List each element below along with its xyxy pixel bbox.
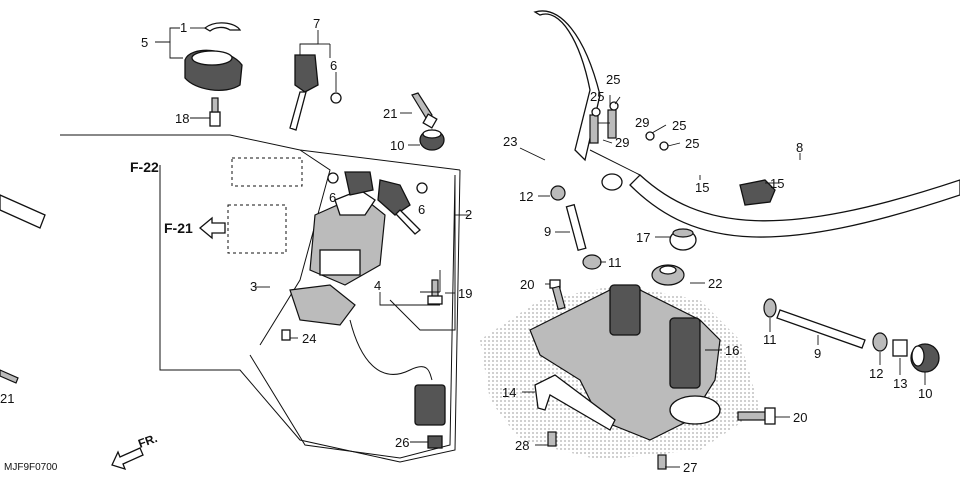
part-22-nut	[651, 264, 685, 286]
callout-14: 14	[502, 385, 516, 400]
callout-22: 22	[708, 276, 722, 291]
callout-25-c: 25	[672, 118, 686, 133]
callout-29-b: 29	[615, 135, 629, 150]
callout-9-b: 9	[814, 346, 821, 361]
part-12-right	[872, 332, 888, 352]
part-26-bolt	[427, 435, 443, 449]
part-6-washer-c	[416, 182, 428, 194]
part-1-ring	[203, 22, 242, 32]
callout-11-b: 11	[763, 332, 777, 347]
part-20-bolt-lower	[737, 407, 776, 425]
part-7-key	[289, 54, 319, 131]
callout-4: 4	[374, 278, 381, 293]
callout-17: 17	[636, 230, 650, 245]
callout-3: 3	[250, 279, 257, 294]
callout-5: 5	[141, 35, 148, 50]
callout-19: 19	[458, 286, 472, 301]
part-11-collar	[582, 254, 602, 270]
part-24-screw	[281, 329, 291, 341]
ref-label-f21: F-21	[164, 220, 193, 236]
callout-27: 27	[683, 460, 697, 475]
ignition-switch	[309, 189, 386, 286]
part-6-washer-b	[327, 172, 339, 184]
callout-12-b: 12	[869, 366, 883, 381]
callout-13: 13	[893, 376, 907, 391]
callout-8: 8	[796, 140, 803, 155]
part-4-harness	[289, 284, 446, 426]
part-15-holder	[739, 179, 776, 206]
part-12-nut	[550, 185, 566, 201]
left-handlebar-stub	[0, 194, 46, 229]
leader-lines	[155, 27, 926, 468]
part-9-right-pin	[776, 309, 866, 349]
callout-21-b: 21	[0, 391, 14, 406]
part-21-bolt	[411, 92, 438, 129]
callout-20-a: 20	[520, 277, 534, 292]
callout-16: 16	[725, 343, 739, 358]
callout-7: 7	[313, 16, 320, 31]
part-21-bolt-left	[0, 369, 19, 384]
part-5-cap	[184, 49, 243, 91]
part-11-right	[763, 298, 777, 318]
callout-23: 23	[503, 134, 517, 149]
part-19-bolt	[427, 279, 443, 305]
part-keys-ignition	[344, 171, 421, 235]
assembly-outlines	[60, 134, 461, 463]
part-20-bolt-upper	[549, 279, 566, 311]
callout-29-a: 29	[635, 115, 649, 130]
callout-26: 26	[395, 435, 409, 450]
callout-10-b: 10	[918, 386, 932, 401]
callout-28: 28	[515, 438, 529, 453]
part-13-right	[892, 339, 908, 357]
part-17-cap	[669, 228, 697, 251]
front-direction-label: FR.	[136, 431, 159, 451]
part-16-top-bridge	[529, 284, 721, 441]
callout-20-b: 20	[793, 410, 807, 425]
part-10-top	[419, 129, 445, 151]
part-14-bracket	[534, 374, 616, 431]
callout-25-a: 25	[606, 72, 620, 87]
callout-12-a: 12	[519, 189, 533, 204]
callout-10-a: 10	[390, 138, 404, 153]
part-6-washer-a	[330, 92, 342, 104]
callout-11-a: 11	[608, 255, 622, 270]
callout-1: 1	[180, 20, 187, 35]
callout-25-b: 25	[590, 89, 604, 104]
callout-25-d: 25	[685, 136, 699, 151]
part-18-bolt	[209, 97, 221, 127]
callout-6-c: 6	[418, 202, 425, 217]
callout-21-a: 21	[383, 106, 397, 121]
ref-box-f21	[227, 204, 287, 254]
part-28-bolt	[547, 431, 557, 447]
part-13-ring	[601, 173, 623, 191]
callout-6-a: 6	[330, 58, 337, 73]
diagram-code: MJF9F0700	[4, 462, 58, 473]
callout-15-a: 15	[695, 180, 709, 195]
part-27-bolt	[657, 454, 667, 470]
part-10-right	[910, 343, 940, 373]
callout-18: 18	[175, 111, 189, 126]
callout-24: 24	[302, 331, 316, 346]
ref-label-f22: F-22	[130, 159, 159, 175]
callouts: 1 2 3 4 5 6 6 6 7 8 9 9 10 10 11 11 12 1…	[0, 16, 932, 475]
front-direction-arrow	[111, 447, 144, 471]
part-25-washers	[591, 101, 669, 151]
callout-6-b: 6	[329, 190, 336, 205]
ref-box-f22	[231, 157, 303, 187]
f21-arrow	[198, 216, 226, 240]
callout-2: 2	[465, 207, 472, 222]
part-9-pin	[565, 203, 587, 252]
callout-15-b: 15	[770, 176, 784, 191]
callout-9-a: 9	[544, 224, 551, 239]
